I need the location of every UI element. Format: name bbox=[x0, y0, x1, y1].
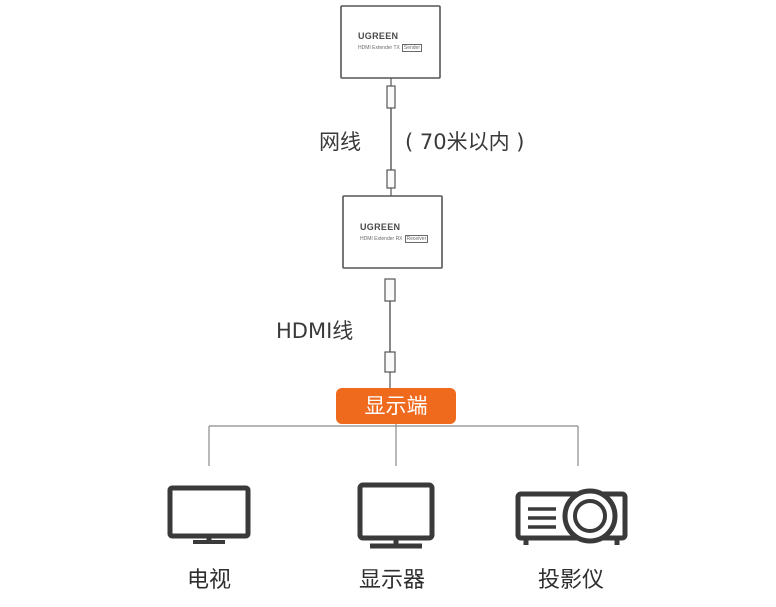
network-cable-label: 网线 bbox=[319, 130, 361, 154]
output-label-projector: 投影仪 bbox=[538, 568, 605, 593]
projector-icon bbox=[515, 488, 628, 545]
output-label-monitor: 显示器 bbox=[359, 568, 426, 593]
sender-brand: UGREEN bbox=[358, 31, 399, 41]
sender-model-name: HDMI Extender TX bbox=[358, 45, 400, 51]
receiver-tag: Receiver bbox=[404, 235, 429, 243]
hdmi-cable-label: HDMI线 bbox=[276, 319, 354, 343]
display-end-badge: 显示端 bbox=[336, 388, 456, 424]
receiver-brand: UGREEN bbox=[360, 222, 401, 232]
receiver-device bbox=[342, 195, 443, 269]
receiver-model-name: HDMI Extender RX bbox=[360, 236, 403, 242]
tv-icon bbox=[167, 485, 251, 544]
network-cable-note: ( 70米以内 ) bbox=[405, 130, 525, 154]
network-cable bbox=[386, 78, 396, 196]
hdmi-cable bbox=[384, 278, 396, 388]
sender-device bbox=[340, 5, 441, 79]
monitor-icon bbox=[357, 482, 435, 549]
sender-tag: Sender bbox=[401, 44, 422, 52]
output-label-tv: 电视 bbox=[187, 568, 232, 593]
branch-lines bbox=[208, 424, 579, 466]
